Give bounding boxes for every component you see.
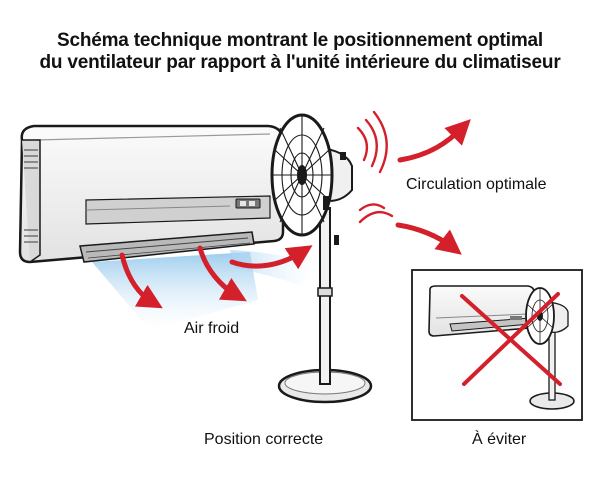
avoid-inset xyxy=(411,269,583,421)
small-fan-icon xyxy=(525,287,575,410)
cold-air-arrows xyxy=(119,245,313,309)
stand-fan-icon xyxy=(270,113,373,404)
ac-indoor-unit-icon xyxy=(18,124,285,264)
optimal-circulation-label: Circulation optimale xyxy=(406,176,547,193)
cold-air-label: Air froid xyxy=(184,320,240,337)
cold-air-flow xyxy=(92,250,320,330)
circulation-arrows xyxy=(395,119,471,255)
red-cross-icon xyxy=(460,292,562,386)
diagram-title-line-2: du ventilateur par rapport à l'unité int… xyxy=(39,52,561,73)
diagram-title-line-1: Schéma technique montrant le positionnem… xyxy=(57,30,543,51)
avoid-label: À éviter xyxy=(472,431,527,448)
correct-position-label: Position correcte xyxy=(204,431,324,448)
airflow-waves xyxy=(356,110,394,224)
